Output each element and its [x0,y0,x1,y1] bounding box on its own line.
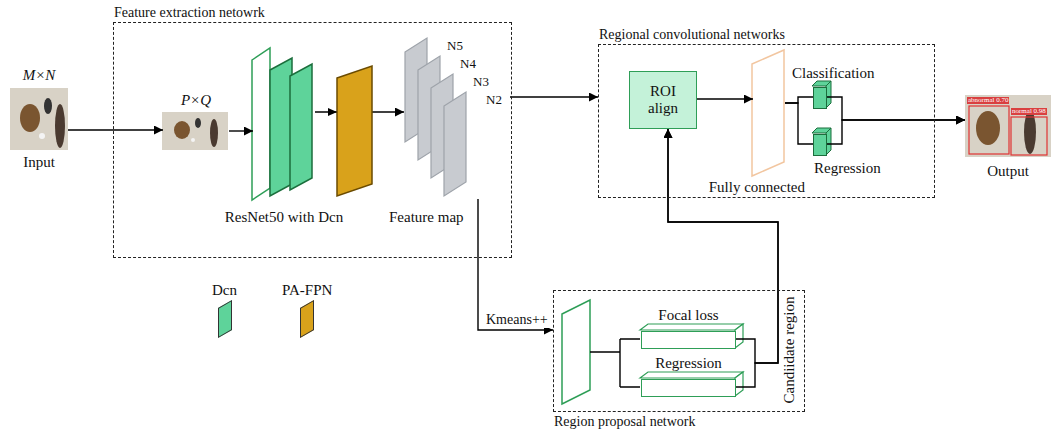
node-label: Regression [655,355,722,372]
output-image [965,95,1051,157]
dcn-slab [290,64,312,190]
dashed-region: Region proposal networkFocal lossRegress… [553,290,805,412]
detection-box [1011,117,1047,155]
connector [827,97,965,120]
box-face [640,372,743,378]
node-label: N5 [447,39,463,54]
image-blob [44,98,52,114]
feature-slab [444,92,466,196]
node-label: P×Q [181,92,211,109]
dcn-slab [270,58,292,196]
legend-item: PA-FPN [282,282,332,334]
image-blob [976,111,1000,145]
legend-swatch [218,300,232,338]
connector [827,120,965,144]
loss-box: Regression [641,379,736,397]
image-blob [174,121,190,139]
node-label: Input [23,154,55,171]
connector [697,98,753,99]
input-image-node: M×NInput [10,88,68,150]
connector [785,97,813,103]
connector [785,103,813,144]
resized-image [162,112,228,150]
node-label: Fully connected [709,179,805,196]
connector [668,129,778,363]
head-box: Classification [813,87,827,109]
image-blob [39,133,45,139]
connector [229,130,253,131]
conv-slab [252,48,270,200]
legend-item: Dcn [212,282,237,334]
detection-box [969,106,1009,154]
node-label: Feature map [389,209,464,226]
connector [510,96,598,97]
node-label: Regression [814,160,881,177]
output-image-node: Output [965,95,1051,157]
loss-box: Focal loss [641,331,736,349]
rpn-bracket [590,339,640,387]
node-label: N4 [460,57,476,72]
fc-slab [752,50,784,176]
node-label: M×N [23,67,56,84]
node-label: ROI align [634,83,692,118]
node-label: N3 [473,75,489,90]
node-label: Focal loss [658,307,718,324]
connector [478,199,553,330]
node-label: Regional convolutional networks [599,27,785,43]
dashed-region: Feature extraction netowrkP×QResNet50 wi… [113,22,512,258]
legend-text: Dcn [212,282,237,299]
detection-label: abnormal 0.70 [967,97,1009,104]
image-ground [965,95,1051,157]
resized-image-node: P×Q [163,113,229,151]
box-face [735,372,743,396]
image-blob [191,138,195,142]
node-label: Classification [792,65,875,82]
input-image [10,88,68,150]
arrowhead [328,108,337,116]
node-label: Output [987,163,1029,180]
edge-label: Candiidate region [781,294,798,405]
node-label: N2 [486,93,502,108]
node-label: Feature extraction netowrk [114,5,265,21]
image-blob [55,104,65,148]
node-label: ResNet50 with Dcn [225,209,343,226]
image-blob [210,119,218,147]
box-face [640,324,743,330]
process-box: ROI align [629,71,697,129]
rpn-slab [562,300,590,404]
image-blob [195,118,201,128]
edge-label: Kmeans++ [484,312,550,328]
dashed-region: Regional convolutional networksROI align… [598,44,935,198]
fc-layer: Fully connected [753,51,785,177]
detection-label: normal 0.98 [1011,108,1047,115]
image-ground [10,88,68,150]
image-ground [162,112,228,150]
feature-map-stack: N5N4N3N2Feature map [404,37,510,199]
box-face [735,324,743,348]
legend-text: PA-FPN [282,282,332,299]
image-blob [20,104,40,132]
head-box: Regression [813,134,827,156]
node-label: Region proposal network [554,414,696,430]
legend-swatch [300,300,314,338]
pafpn-block [337,66,372,196]
connector [68,129,163,130]
backbone-block: ResNet50 with Dcn [253,49,315,201]
